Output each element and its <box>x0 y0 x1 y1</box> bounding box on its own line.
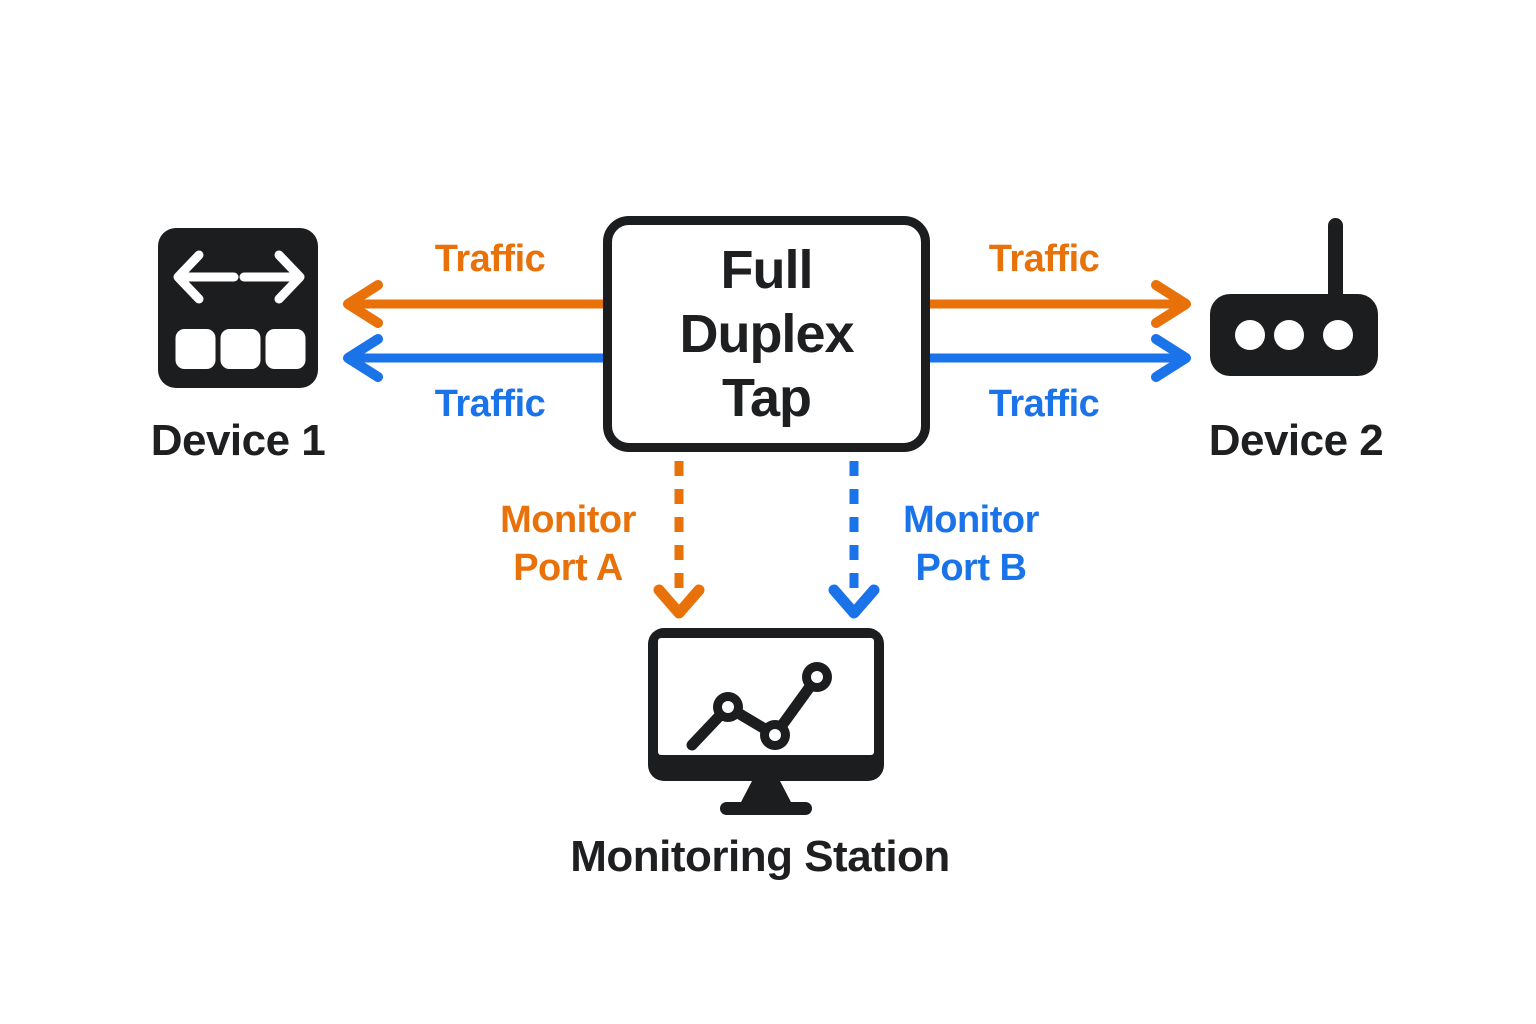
arrow-head <box>653 584 705 619</box>
monitor-port-a-line2: Port A <box>513 547 623 589</box>
switch-port <box>265 329 306 369</box>
router-led <box>1274 320 1304 350</box>
chart-node-center <box>811 671 823 683</box>
switch-port <box>220 329 261 369</box>
arrow-head <box>343 280 383 328</box>
tap-label-line2: Duplex <box>679 304 854 364</box>
chart-node-center <box>722 701 734 713</box>
router-led <box>1235 320 1265 350</box>
switch-port <box>175 329 216 369</box>
chart-node-center <box>769 729 781 741</box>
monitor-chart-icon <box>648 628 884 815</box>
device2-label: Device 2 <box>1208 416 1384 465</box>
traffic-arrow-left-orange <box>343 280 605 328</box>
arrow-head <box>1151 334 1191 382</box>
monitor-port-b-line2: Port B <box>915 547 1028 589</box>
tap-label-line1: Full <box>720 240 814 300</box>
monitor-port-b-label: Monitor Port B <box>871 496 1071 592</box>
traffic-label-left-blue: Traffic <box>434 383 546 425</box>
monitoring-station-label: Monitoring Station <box>570 832 950 881</box>
monitor-port-a-arrow <box>653 461 705 619</box>
traffic-label-left-orange: Traffic <box>434 238 546 280</box>
right-arrow-head <box>274 250 305 304</box>
monitor-port-b-line1: Monitor <box>903 499 1039 541</box>
traffic-label-right-blue: Traffic <box>988 383 1100 425</box>
monitor-port-a-label: Monitor Port A <box>468 496 668 592</box>
traffic-arrow-right-blue <box>928 334 1191 382</box>
router-led <box>1323 320 1353 350</box>
monitor-stand <box>740 781 792 804</box>
router-antenna <box>1328 218 1343 310</box>
traffic-arrow-left-blue <box>343 334 605 382</box>
arrow-head <box>343 334 383 382</box>
traffic-label-right-orange: Traffic <box>988 238 1100 280</box>
router-icon <box>1210 218 1378 376</box>
monitor-port-a-line1: Monitor <box>500 499 636 541</box>
tap-label-line3: Tap <box>722 368 812 428</box>
chart-line <box>686 671 823 751</box>
switch-icon <box>158 228 318 388</box>
traffic-arrow-right-orange <box>928 280 1191 328</box>
left-arrow-head <box>173 250 204 304</box>
device1-label: Device 1 <box>150 416 326 465</box>
full-duplex-tap-box: Full Duplex Tap <box>603 216 930 452</box>
arrow-head <box>828 584 880 619</box>
arrow-head <box>1151 280 1191 328</box>
monitor-base <box>720 802 812 815</box>
monitor-port-b-arrow <box>828 461 880 619</box>
